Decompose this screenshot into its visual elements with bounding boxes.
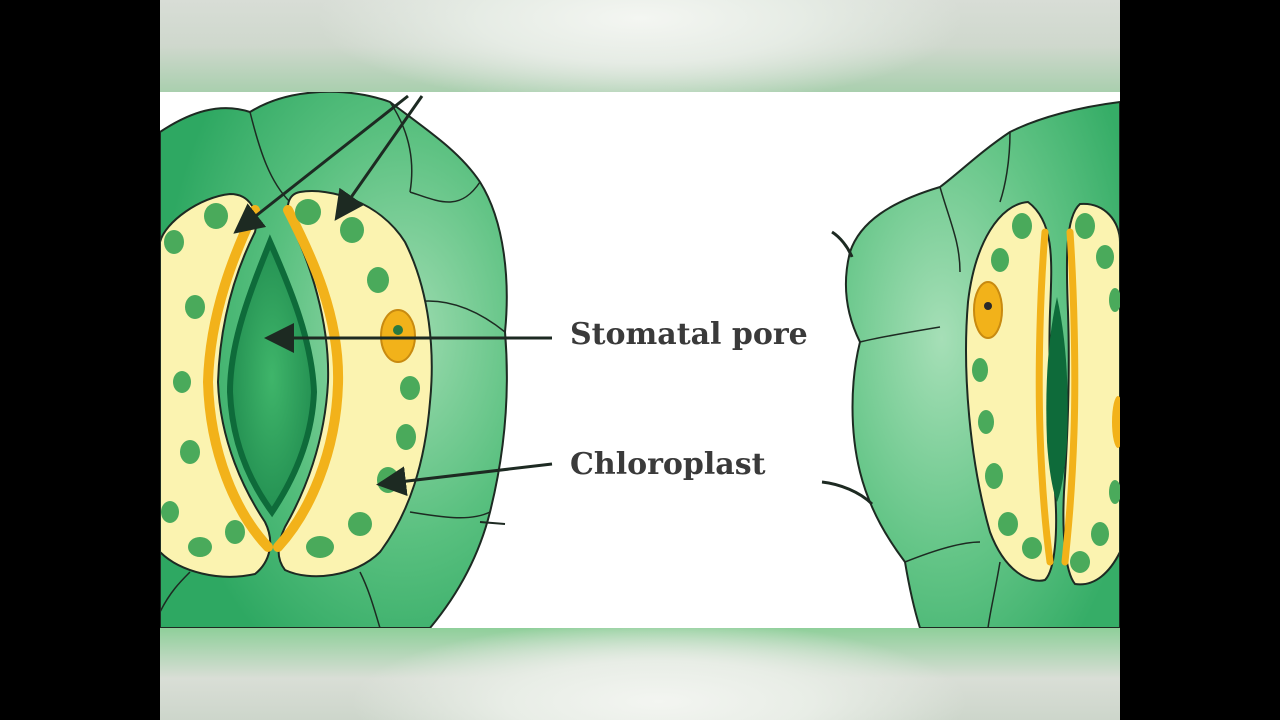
label-line-guard-cell-2 [334, 95, 424, 221]
video-frame: Stomatal pore Chloroplast [160, 0, 1120, 720]
text-stomatal-pore: Stomatal pore [570, 317, 808, 352]
guard-cell-wall-left [202, 205, 273, 552]
open-stoma [160, 90, 508, 629]
chloroplasts-closed-left [972, 213, 1042, 559]
diagram-svg: Stomatal pore Chloroplast [160, 90, 1120, 629]
cell-boundary [389, 101, 413, 193]
cell-boundary [479, 521, 506, 525]
chloroplasts-right-guard [295, 199, 420, 558]
guard-cell-wall-closed-right [1061, 228, 1079, 566]
guard-cell-wall-right [273, 205, 344, 552]
guard-cell-left [160, 192, 272, 578]
cell-boundary [999, 131, 1011, 203]
chloroplasts-closed-right [1070, 213, 1120, 573]
guard-cell-wall-closed-left [1035, 228, 1054, 566]
bottom-blur-band [160, 628, 1120, 720]
cell-boundary [859, 326, 941, 343]
stomata-diagram: Stomatal pore Chloroplast [160, 90, 1120, 629]
nucleus-closed-right-partial [1112, 396, 1120, 448]
label-chloroplast: Chloroplast [376, 447, 766, 497]
stomatal-pore-closed [1046, 297, 1068, 502]
top-blur-band [160, 0, 1120, 92]
text-chloroplast: Chloroplast [570, 447, 766, 482]
stub-line [821, 480, 874, 506]
closed-stoma [821, 100, 1120, 629]
nucleus-closed [973, 281, 1003, 339]
cell-boundary [409, 181, 481, 203]
stomatal-pore-open [226, 234, 318, 518]
nucleus-open [380, 309, 416, 363]
cell-boundary [359, 571, 381, 629]
cell-boundary [409, 511, 491, 519]
label-line-guard-cell-1 [233, 94, 409, 234]
cell-boundary [987, 561, 1001, 629]
cell-boundary [904, 541, 981, 563]
stub-line [831, 230, 854, 258]
chloroplasts-left-guard [161, 203, 245, 557]
cell-boundary [939, 186, 961, 273]
cell-boundary [160, 571, 191, 613]
label-stomatal-pore: Stomatal pore [264, 317, 808, 353]
arrow-chloroplast [376, 462, 553, 497]
